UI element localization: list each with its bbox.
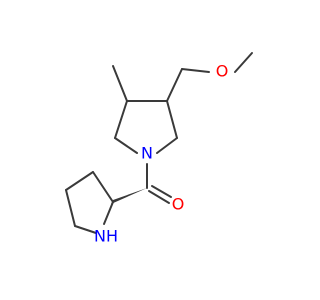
bond-oether-ch3 bbox=[234, 52, 253, 73]
bond-c2-n1 bbox=[114, 137, 138, 154]
bond-carbonyl-double-b bbox=[151, 185, 172, 198]
bond-nh-ca bbox=[103, 201, 114, 225]
bond-c4-c5 bbox=[166, 100, 178, 139]
amine-nitrogen-label: NH bbox=[94, 227, 118, 246]
molecule-structure: O O N NH bbox=[65, 52, 253, 246]
bond-cd-nh bbox=[74, 225, 97, 234]
bond-ch3-c3 bbox=[112, 65, 128, 102]
carbonyl-oxygen-label: O bbox=[172, 195, 185, 214]
bond-cb-cg bbox=[65, 171, 94, 191]
bond-cg-cd bbox=[65, 189, 76, 227]
bond-c4-ch2 bbox=[166, 68, 183, 102]
bond-c3-c2 bbox=[114, 100, 128, 139]
stereo-wedge-bond bbox=[111, 188, 147, 204]
ring-nitrogen-label: N bbox=[141, 144, 153, 163]
bond-carbonyl-double-a bbox=[148, 190, 170, 204]
ether-oxygen-label: O bbox=[216, 62, 229, 81]
bond-c5-n1 bbox=[156, 137, 178, 154]
molecule-canvas: O O N NH bbox=[65, 52, 253, 246]
bond-ch2-oether bbox=[181, 68, 210, 73]
bond-ca-cb bbox=[92, 171, 114, 203]
